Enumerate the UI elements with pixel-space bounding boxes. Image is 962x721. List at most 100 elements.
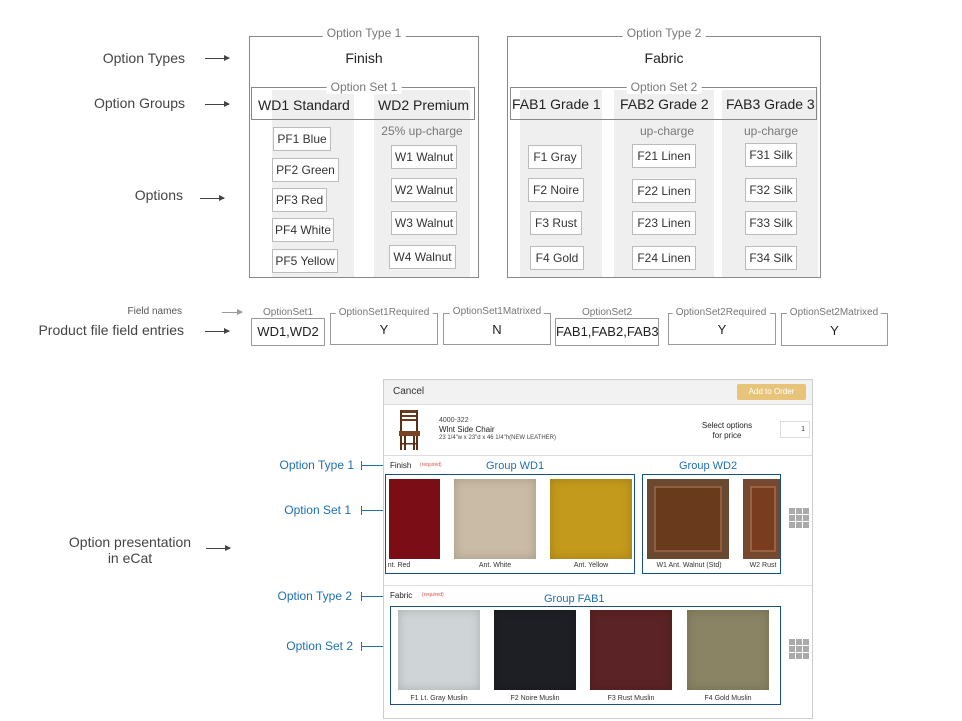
swatch-f3-rust-muslin[interactable] [590,610,672,690]
field-optionset2required-value: Y [717,322,727,337]
group-fab1-name: FAB1 Grade 1 [512,96,601,112]
ecat-panel: Cancel Add to Order 4000-322 Wlnt Side C… [383,379,813,719]
swatch-ant-red[interactable] [389,479,440,559]
option-f3-rust[interactable]: F3 Rust [530,211,582,235]
option-f22-linen[interactable]: F22 Linen [632,179,696,203]
group-wd1-column [272,90,354,277]
group-fab3-charge: up-charge [743,124,799,138]
group-wd1-frame: nt. Red Ant. White Ant. Yellow [385,474,635,574]
arrow-product-file [205,328,230,334]
grid-view-icon[interactable] [789,508,809,528]
select-options-text: Select options for price [689,421,765,441]
swatch-w1-ant-walnut[interactable] [647,479,729,559]
arrow-option-types [205,55,230,61]
option-type-2-title: Option Type 2 [622,26,706,40]
label-field-names: Field names [127,306,182,317]
group-wd2-label: Group WD2 [679,460,738,472]
field-optionset1-value: WD1,WD2 [257,324,319,339]
field-optionset1required-name: OptionSet1Required [335,307,433,318]
arrow-field-names [222,309,243,315]
arrow-option-presentation [206,545,231,551]
option-f1-gray[interactable]: F1 Gray [528,145,582,169]
option-f23-linen[interactable]: F23 Linen [632,211,696,235]
group-fab1-frame: F1 Lt. Gray Muslin F2 Noire Muslin F3 Ru… [390,606,781,705]
swatch-w2-rust-label: W2 Rust [749,562,777,569]
swatch-f1-lt-gray-muslin[interactable] [398,610,480,690]
swatch-ant-red-label: nt. Red [387,562,411,569]
option-f4-gold[interactable]: F4 Gold [530,246,584,270]
label-option-presentation: Option presentation in eCat [60,534,200,566]
option-f34-silk[interactable]: F34 Silk [745,246,797,270]
product-image [389,408,429,452]
option-f21-linen[interactable]: F21 Linen [632,144,696,168]
label-option-groups: Option Groups [93,95,185,111]
group-fab3-name: FAB3 Grade 3 [726,96,815,112]
option-f33-silk[interactable]: F33 Silk [745,211,797,235]
field-optionset1: WD1,WD2 [251,318,325,346]
option-w4-walnut[interactable]: W4 Walnut [389,245,456,269]
group-fab2-name: FAB2 Grade 2 [620,96,709,112]
label-options: Options [134,187,183,203]
callout-option-type-2: Option Type 2 [277,589,353,603]
product-name: Wlnt Side Chair [439,425,495,434]
field-optionset2-value: FAB1,FAB2,FAB3 [556,324,659,339]
swatch-f3-label: F3 Rust Muslin [607,695,655,702]
callout-option-set-1-line [361,506,385,515]
option-f2-noire[interactable]: F2 Noire [528,178,584,202]
option-pf5-yellow[interactable]: PF5 Yellow [272,249,338,273]
field-optionset2required-name: OptionSet2Required [672,307,770,318]
option-type-1-name: Finish [345,50,383,66]
divider-1 [384,455,812,456]
swatch-ant-white[interactable] [454,479,536,559]
group-fab1-label: Group FAB1 [544,593,605,605]
swatch-f2-label: F2 Noire Muslin [510,695,560,702]
option-pf1-blue[interactable]: PF1 Blue [273,127,331,151]
group-wd2-charge: 25% up-charge [381,124,463,138]
callout-option-set-2-line [361,642,385,651]
option-type-1-title: Option Type 1 [322,26,406,40]
option-pf2-green[interactable]: PF2 Green [272,158,339,182]
grid-view-icon-2[interactable] [789,639,809,659]
swatch-f2-noire-muslin[interactable] [494,610,576,690]
label-product-file-field-entries: Product file field entries [38,322,184,338]
swatch-w2-rust[interactable] [743,479,780,559]
add-to-order-button[interactable]: Add to Order [737,384,806,400]
swatch-f4-gold-muslin[interactable] [687,610,769,690]
arrow-options [200,195,225,201]
option-f24-linen[interactable]: F24 Linen [632,246,696,270]
swatch-ant-yellow[interactable] [550,479,632,559]
select-options-line1: Select options [701,421,753,430]
arrow-option-groups [205,101,230,107]
swatch-ant-yellow-label: Ant. Yellow [573,562,609,569]
callout-option-type-2-line [361,592,385,601]
select-options-line2: for price [712,431,742,440]
quantity-input[interactable]: 1 [780,421,810,438]
field-optionset2-name: OptionSet2 [578,307,636,318]
fabric-required: (required) [422,592,444,598]
fabric-label: Fabric [390,591,413,600]
option-pf4-white[interactable]: PF4 White [272,218,334,242]
field-optionset2matrixed-name: OptionSet2Matrixed [786,307,882,318]
field-optionset2matrixed-value: Y [830,323,839,338]
field-optionset1matrixed-name: OptionSet1Matrixed [449,306,545,317]
cancel-button[interactable]: Cancel [393,386,425,397]
option-f32-silk[interactable]: F32 Silk [745,178,797,202]
option-pf3-red[interactable]: PF3 Red [272,188,327,212]
label-option-presentation-line1: Option presentation [68,534,192,550]
option-w3-walnut[interactable]: W3 Walnut [391,211,457,235]
callout-option-set-2: Option Set 2 [286,639,353,653]
swatch-w1-ant-walnut-label: W1 Ant. Walnut (Std) [656,562,722,569]
option-set-2-title: Option Set 2 [626,80,702,94]
option-f31-silk[interactable]: F31 Silk [745,143,797,167]
option-w1-walnut[interactable]: W1 Walnut [391,145,457,169]
swatch-ant-white-label: Ant. White [478,562,512,569]
label-option-presentation-line2: in eCat [107,550,153,566]
field-optionset1matrixed: N [443,313,551,345]
field-optionset2: FAB1,FAB2,FAB3 [555,318,659,346]
field-optionset1-name: OptionSet1 [259,307,317,318]
group-fab2-charge: up-charge [639,124,695,138]
callout-option-type-1-line [361,461,385,470]
option-w2-walnut[interactable]: W2 Walnut [391,178,457,202]
quantity-value: 1 [801,426,805,433]
option-type-2-name: Fabric [644,50,684,66]
